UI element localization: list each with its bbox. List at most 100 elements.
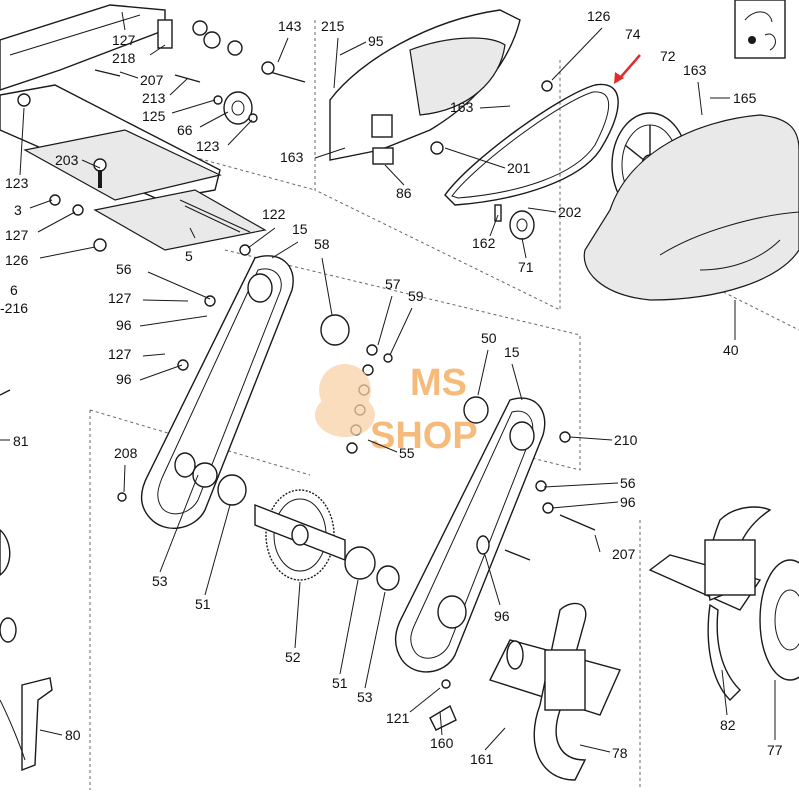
- part-callout: 71: [518, 259, 534, 275]
- leader-line: [489, 214, 499, 237]
- tine-assembly-82: [648, 506, 799, 701]
- guard-40: [583, 114, 799, 301]
- part-callout: 66: [177, 122, 193, 138]
- leader-line: [81, 159, 101, 169]
- leader-line: [271, 241, 299, 259]
- part-callout: 5: [185, 248, 193, 264]
- leader-line: [377, 295, 393, 346]
- part-callout: 52: [285, 649, 301, 665]
- part-callout: 81: [13, 433, 29, 449]
- part-callout: 127: [108, 290, 132, 306]
- leader-line: [721, 669, 728, 716]
- part-callout: 121: [386, 710, 410, 726]
- part-callout: 3: [14, 202, 22, 218]
- part-callout: 122: [262, 206, 286, 222]
- part-callout: 163: [450, 99, 474, 115]
- leader-line: [367, 439, 398, 453]
- leader-line: [579, 744, 611, 753]
- part-callout: 202: [558, 204, 582, 220]
- highlight-arrow: [614, 54, 641, 84]
- leader-line: [204, 504, 231, 596]
- part-callout: -216: [0, 300, 28, 316]
- part-callout: 143: [278, 18, 302, 34]
- inset-icon-box: [734, 0, 786, 59]
- leader-line: [139, 315, 208, 327]
- leader-line: [119, 71, 139, 79]
- leader-line: [199, 111, 229, 128]
- leader-line: [477, 349, 489, 396]
- leader-line: [121, 11, 126, 31]
- left-edge-parts: [0, 389, 53, 772]
- part-callout: 86: [396, 185, 412, 201]
- part-callout: 201: [507, 160, 531, 176]
- leader-line: [321, 257, 333, 316]
- part-callout: 56: [620, 475, 636, 491]
- part-callout: 125: [142, 108, 166, 124]
- part-callout: 82: [720, 717, 736, 733]
- tine-assembly-78: [429, 602, 621, 781]
- part-callout: 50: [481, 330, 497, 346]
- part-callout: 15: [504, 344, 520, 360]
- v-belt: [444, 83, 619, 206]
- part-callout: 80: [65, 727, 81, 743]
- frame-assembly: [0, 4, 306, 256]
- leader-line: [339, 579, 359, 675]
- leader-line: [339, 41, 367, 56]
- part-callout: 160: [430, 735, 454, 751]
- part-callout: 162: [472, 235, 496, 251]
- part-callout: 74: [625, 26, 641, 42]
- watermark-line-1: MS: [410, 362, 467, 404]
- part-callout: 165: [733, 90, 757, 106]
- part-callout: 57: [385, 276, 401, 292]
- part-callout: 51: [195, 596, 211, 612]
- leader-line: [159, 474, 199, 573]
- leader-line: [439, 711, 443, 736]
- part-callout: 96: [116, 371, 132, 387]
- part-callout: 123: [5, 175, 29, 191]
- part-callout: 208: [114, 445, 138, 461]
- leader-line: [569, 436, 613, 441]
- part-callout: 51: [332, 675, 348, 691]
- belt-cover-housing: [329, 9, 521, 165]
- part-callout: 15: [292, 221, 308, 237]
- leader-line: [551, 27, 603, 81]
- part-callout: 163: [683, 62, 707, 78]
- leader-line: [551, 501, 619, 509]
- part-callout: 59: [408, 288, 424, 304]
- leader-line: [409, 687, 441, 713]
- chain-case-left: [117, 255, 294, 529]
- part-callout: 56: [116, 261, 132, 277]
- part-callout: 127: [108, 346, 132, 362]
- leader-line: [543, 482, 619, 488]
- part-callout: 203: [55, 152, 79, 168]
- part-callout: 163: [280, 149, 304, 165]
- part-callout: 207: [612, 546, 636, 562]
- leader-line: [521, 237, 527, 259]
- part-callout: 127: [5, 227, 29, 243]
- part-callout: 53: [357, 689, 373, 705]
- leader-line: [364, 591, 386, 689]
- part-callout: 213: [142, 90, 166, 106]
- leader-line: [227, 119, 253, 146]
- part-callout: 207: [140, 72, 164, 88]
- leader-line: [29, 199, 53, 209]
- part-callout: 55: [399, 445, 415, 461]
- part-callout: 218: [112, 50, 136, 66]
- part-callout: 215: [321, 18, 345, 34]
- part-callout: 96: [620, 494, 636, 510]
- leader-line: [171, 99, 216, 114]
- part-callout: 40: [723, 342, 739, 358]
- watermark: MS SHOP: [315, 362, 478, 457]
- leader-line: [384, 164, 405, 186]
- leader-line: [314, 147, 346, 159]
- part-callout: 96: [116, 317, 132, 333]
- part-callout: 96: [494, 608, 510, 624]
- part-callout: 126: [5, 252, 29, 268]
- leader-line: [527, 207, 557, 213]
- part-callout: 78: [612, 745, 628, 761]
- leader-line: [37, 211, 76, 233]
- leader-line: [142, 299, 189, 302]
- leader-line: [277, 37, 289, 63]
